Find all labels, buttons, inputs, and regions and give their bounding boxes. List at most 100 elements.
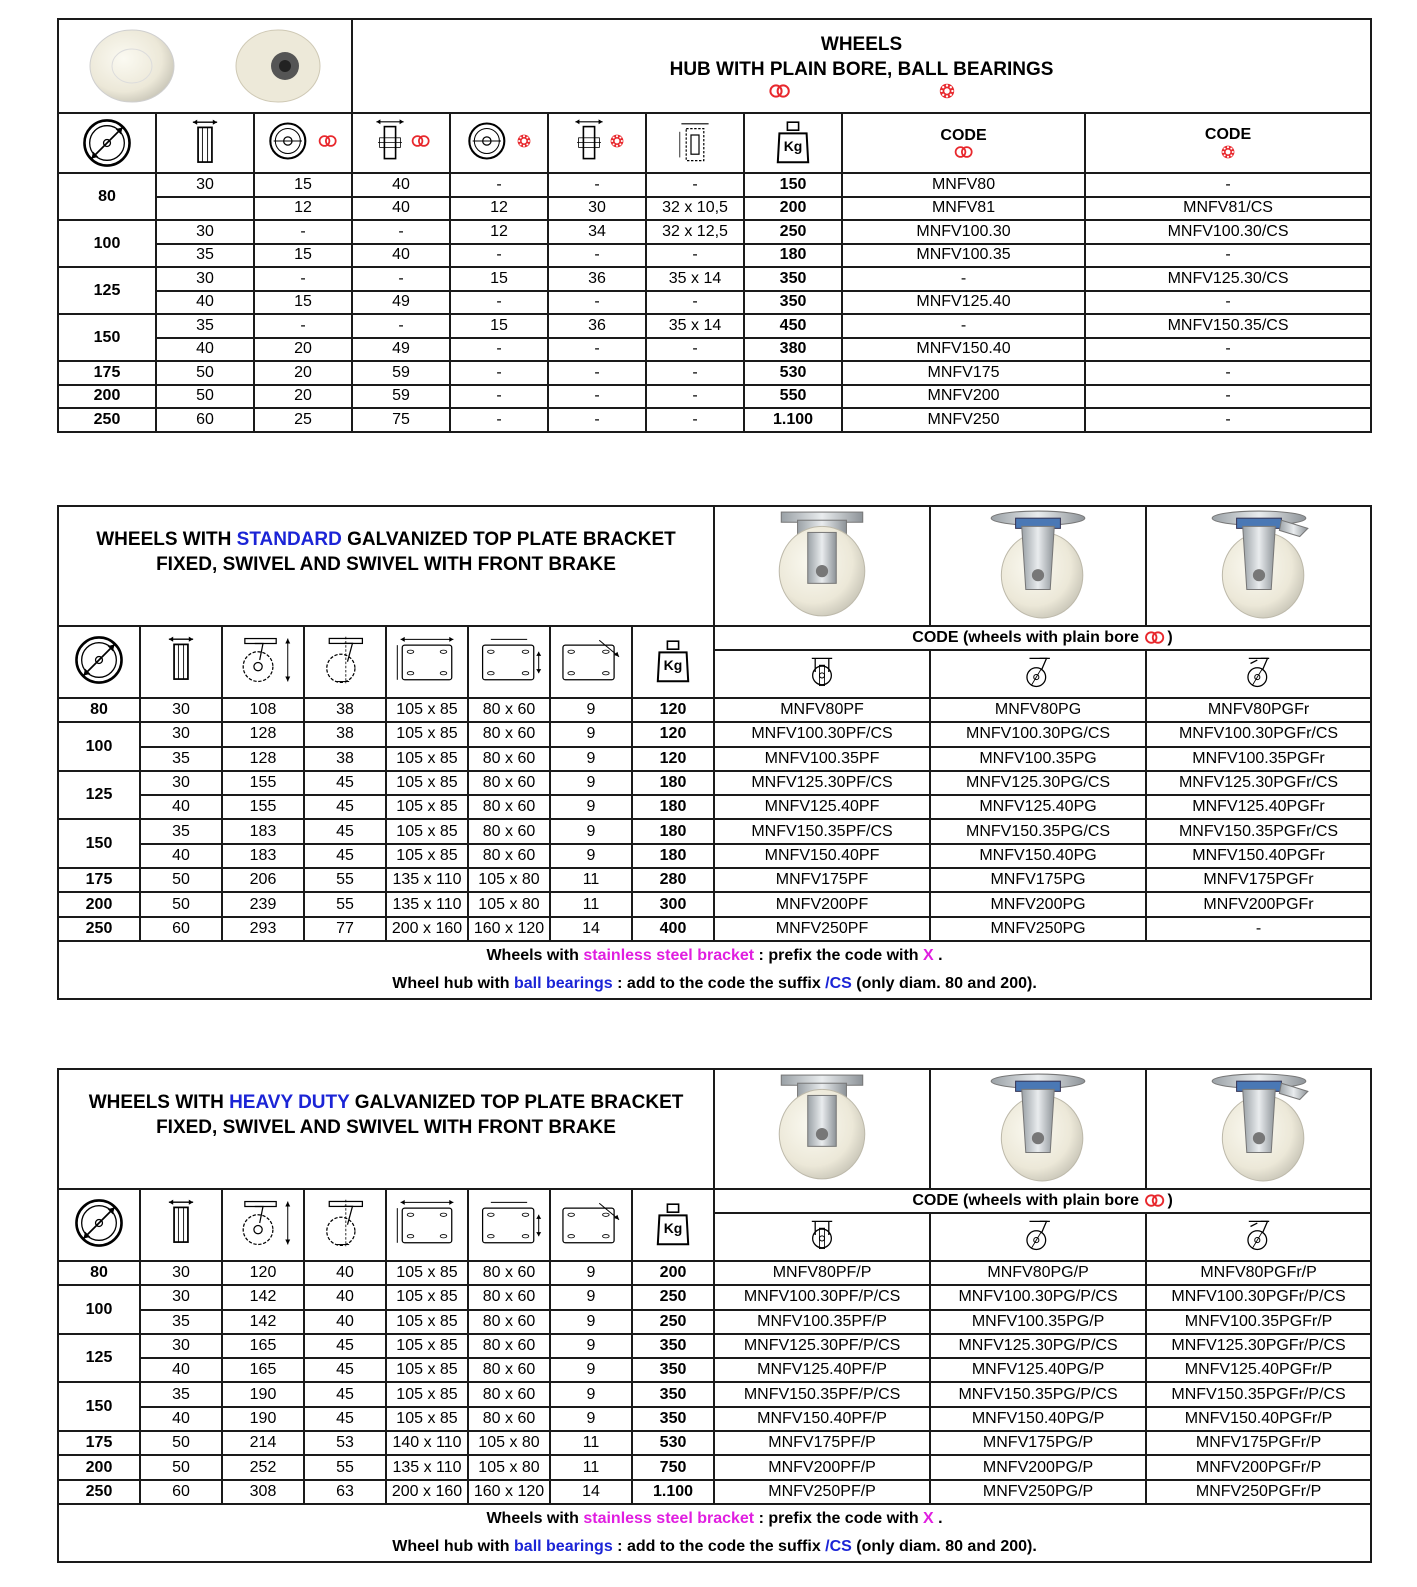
table-cell: MNFV175PG/P [929,1430,1148,1457]
table-cell: 40 [303,1284,387,1311]
table-cell: 250 [57,915,141,942]
table-cell: 183 [221,818,305,845]
table-title: WHEELS [820,33,903,55]
table-cell: 100 [57,721,141,772]
table-cell: - [252,266,354,292]
code-header: CODE (wheels with plain bore ) [713,1188,1373,1214]
table-cell: 308 [221,1478,305,1505]
table-cell: 38 [303,745,387,772]
table-cell: 80 x 60 [467,1405,551,1433]
hub-bore-icon [466,120,516,162]
table-cell: 128 [221,721,305,748]
table-cell: 36 [547,313,648,339]
table-cell: - [645,242,746,268]
table-cell: - [547,289,648,315]
table-cell: 155 [221,769,305,797]
table-cell: 183 [221,842,305,870]
height-header [221,625,305,699]
table-cell: 190 [221,1405,305,1433]
kg-label: Kg [663,657,683,673]
table-cell: MNFV250PF/P [713,1478,932,1505]
table-cell: 155 [221,794,305,821]
table-cell: 40 [351,195,452,221]
table-cell: 11 [549,1454,633,1481]
table-cell: MNFV150.35PGFr/CS [1145,818,1373,845]
table-cell: MNFV150.40PGFr [1145,842,1373,870]
height-icon [230,634,296,686]
table-cell: MNFV125.30PGFr/CS [1145,769,1373,797]
table-cell: 380 [743,336,844,362]
table-cell: - [351,266,452,292]
table-cell: 50 [139,867,223,894]
table-cell: 32 x 12,5 [645,219,746,245]
table-cell: 40 [351,172,452,198]
fixed-caster-icon [805,1218,839,1252]
code-ball-header: CODE [1084,112,1373,174]
diameter-header [57,112,157,174]
plain-bore-icon [1143,630,1167,645]
table-cell: 80 x 60 [467,842,551,870]
plain-bore-icon [953,145,975,159]
plate-size-icon [394,635,460,685]
table-cell: 50 [139,1454,223,1481]
table-cell: 105 x 80 [467,867,551,894]
table-cell: 9 [549,745,633,772]
table-cell: MNFV125.30PF/CS [713,769,932,797]
table-cell: 59 [351,360,452,386]
table-cell: - [645,336,746,362]
table-cell: 550 [743,383,844,409]
table-cell: 15 [252,289,354,315]
table-cell: 280 [630,867,716,894]
table-cell: MNFV100.35 [841,242,1087,268]
table-cell: 120 [221,1259,305,1287]
width-icon [163,634,199,686]
code-label: CODE [1204,126,1252,143]
table-cell: - [547,242,648,268]
table-cell: MNFV100.30PG/P/CS [929,1284,1148,1311]
table-cell: - [547,360,648,386]
table-cell: 105 x 85 [385,842,469,870]
table-cell: 9 [549,842,633,870]
swivel-caster-photo [929,505,1148,627]
table-cell: MNFV175 [841,360,1087,386]
height-icon [230,1197,296,1249]
table-cell: 12 [252,195,354,221]
table-cell: MNFV125.40PGFr/P [1145,1357,1373,1384]
table-cell: 180 [630,794,716,821]
table-cell: MNFV80PG [929,696,1148,724]
table-cell: - [645,172,746,198]
table-cell: 80 [57,1259,141,1287]
table-cell: 350 [630,1357,716,1384]
table-cell: MNFV200PGFr/P [1145,1454,1373,1481]
table-cell: 77 [303,915,387,942]
table-cell: 59 [351,383,452,409]
table-cell: 1.100 [743,407,844,433]
table-cell: MNFV125.40PF [713,794,932,821]
table-cell: 45 [303,842,387,870]
table-cell: 35 [155,313,255,339]
table-cell: 175 [57,360,157,386]
table-cell: MNFV125.30PGFr/P/CS [1145,1332,1373,1360]
table-cell: 15 [252,172,354,198]
ball-bearing-note: Wheel hub with ball bearings : add to th… [392,1537,1037,1555]
width-header [139,625,223,699]
table-cell: 135 x 110 [385,1454,469,1481]
hub-length-plain-header [351,112,452,174]
plain-bore-icon [317,134,339,148]
table-cell: 105 x 85 [385,769,469,797]
table-cell: 105 x 85 [385,1357,469,1384]
table-cell: - [1084,242,1373,268]
table-cell: MNFV81 [841,195,1087,221]
ball-bearing-icon [938,82,956,100]
hub-bore-ball-header [449,112,550,174]
table-cell: 80 x 60 [467,1332,551,1360]
